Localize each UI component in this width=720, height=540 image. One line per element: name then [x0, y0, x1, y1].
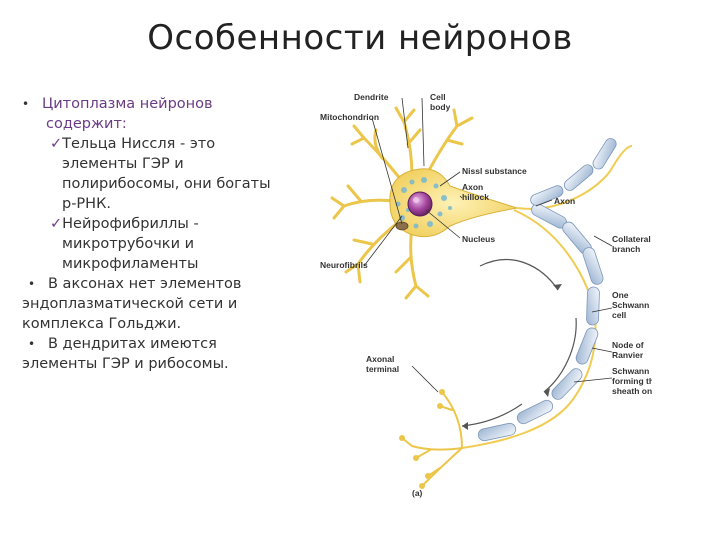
- label-panel: (a): [412, 488, 423, 498]
- terminal-knobs: [399, 389, 445, 489]
- arrow-heads: [462, 284, 562, 430]
- mitochondrion: [395, 221, 409, 231]
- label-nucleus: Nucleus: [462, 234, 495, 244]
- checkmark-icon: ✓: [50, 216, 63, 232]
- label-body: body: [430, 102, 451, 112]
- bullet-dot: •: [22, 97, 30, 111]
- sub-bullet-2-line-2: микротрубочки и: [62, 236, 195, 252]
- label-schwann-cells-3: sheath on axon: [612, 386, 652, 396]
- collateral-branch: [530, 138, 617, 206]
- text-block: •Цитоплазма нейронов содержит: ✓Тельца Н…: [22, 94, 322, 374]
- sub-bullet-1-line-3: полирибосомы, они богаты: [62, 176, 271, 192]
- bullet-2: • В аксонах нет элементов: [22, 274, 322, 294]
- bullet-1-line-2: содержит:: [46, 116, 127, 132]
- label-cell-2: cell: [612, 310, 626, 320]
- bullet-dot: •: [28, 277, 36, 291]
- axon-main: [461, 209, 597, 449]
- leader-lines: [363, 97, 613, 393]
- label-axon-hillock-1: Axon: [462, 182, 483, 192]
- bullet-3-line-2: элементы ГЭР и рибосомы.: [22, 356, 229, 372]
- bullet-2-line-1: В аксонах нет элементов: [48, 276, 242, 292]
- bullet-3-line-1: В дендритах имеются: [48, 336, 217, 352]
- sub-bullet-2-line-3: микрофиламенты: [62, 256, 199, 272]
- checkmark-icon: ✓: [50, 136, 63, 152]
- label-one: One: [612, 290, 629, 300]
- label-schwann-cells-2: forming the myelin: [612, 376, 652, 386]
- axon: [516, 145, 633, 210]
- axonal-terminals: [401, 391, 463, 487]
- sub-bullet-1: ✓Тельца Ниссля - это: [22, 134, 322, 154]
- label-axon-hillock-2: hillock: [462, 192, 489, 202]
- label-node-2: Ranvier: [612, 350, 644, 360]
- bullet-1-line-1: Цитоплазма нейронов: [42, 96, 213, 112]
- label-collateral-1: Collateral: [612, 234, 651, 244]
- label-collateral-2: branch: [612, 244, 640, 254]
- bullet-1: • Цитоплазма нейронов: [22, 94, 322, 114]
- sub-bullet-1-line-1: Тельца Ниссля - это: [62, 136, 216, 152]
- bullet-dot: •: [28, 337, 36, 351]
- label-axonal-2: terminal: [366, 364, 399, 374]
- schwann-cells: [477, 203, 604, 442]
- dendrites: [330, 106, 474, 300]
- sub-bullet-2-line-1: Нейрофибриллы -: [62, 216, 199, 232]
- label-schwann: Schwann: [612, 300, 649, 310]
- bullet-2-line-2: эндоплазматической сети и: [22, 296, 238, 312]
- label-axonal-1: Axonal: [366, 354, 394, 364]
- sub-bullet-2: ✓Нейрофибриллы -: [22, 214, 322, 234]
- label-mitochondrion: Mitochondrion: [320, 112, 379, 122]
- slide-title: Особенности нейронов: [147, 18, 573, 58]
- bullet-3: • В дендритах имеются: [22, 334, 322, 354]
- label-neurofibrils: Neurofibrils: [320, 260, 368, 270]
- label-nissl: Nissl substance: [462, 166, 527, 176]
- neuron-diagram: Dendrite Cell body Mitochondrion Nissl s…: [320, 92, 652, 498]
- nucleolus: [413, 197, 419, 203]
- bullet-2-line-3: комплекса Гольджи.: [22, 316, 182, 332]
- sub-bullet-1-line-2: элементы ГЭР и: [62, 156, 184, 172]
- label-schwann-cells-1: Schwann cells,: [612, 366, 652, 376]
- label-dendrite: Dendrite: [354, 92, 389, 102]
- label-axon: Axon: [554, 196, 575, 206]
- label-node-1: Node of: [612, 340, 644, 350]
- label-cell: Cell: [430, 92, 446, 102]
- sub-bullet-1-line-4: р-РНК.: [62, 196, 111, 212]
